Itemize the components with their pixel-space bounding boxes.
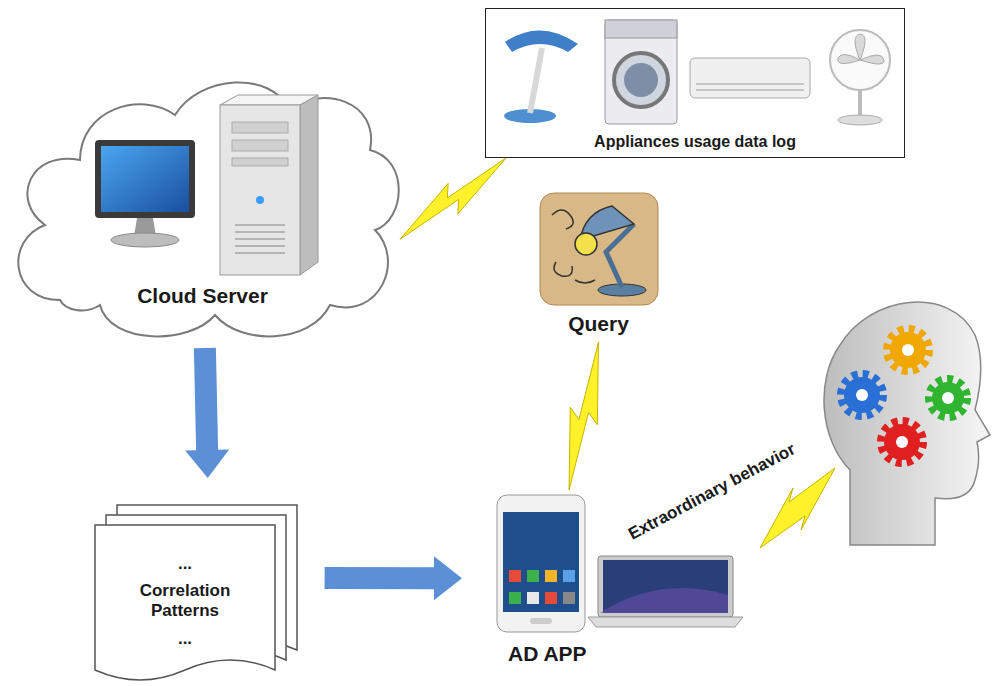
fan-icon [830,30,890,125]
head-silhouette [824,302,990,545]
lightning-bolt [400,158,506,239]
arrow-shaft [205,348,207,452]
air-conditioner-icon [690,58,810,98]
panel-ground [486,9,904,157]
arrow-head [185,449,229,477]
server-tower-icon [220,95,318,275]
query-icon [540,193,658,305]
desk-lamp-icon [504,30,578,123]
document-node: ... Correlation Patterns... [95,495,300,685]
node-text: Correlation Patterns [120,581,250,620]
phone-icon [497,495,585,632]
laptop-icon [588,556,743,627]
node-text: AD APP [508,642,587,666]
node-text: Appliances usage data log [594,133,796,151]
appliance-box: Appliances usage data log [485,8,905,158]
arrow-shaft [325,567,436,589]
document-stack [95,505,297,680]
flow-arrow [185,348,229,478]
lightning-link [400,158,506,239]
node-text: ... [178,629,192,649]
arrow-head [434,556,462,600]
app-node: AD APP [490,490,745,670]
cloud-shape [18,82,398,336]
node-text: Query [568,312,629,336]
query-node: Query [535,190,662,342]
monitor-icon [95,140,195,247]
washing-machine-icon [605,20,677,124]
node-text: ... [178,554,192,574]
cloud-node: Cloud Server [5,75,400,340]
flow-arrow [325,556,462,600]
lightning-bolt [760,468,835,548]
lightning-bolt [569,342,598,490]
lightning-link [569,342,598,490]
node-text: Cloud Server [137,284,268,308]
